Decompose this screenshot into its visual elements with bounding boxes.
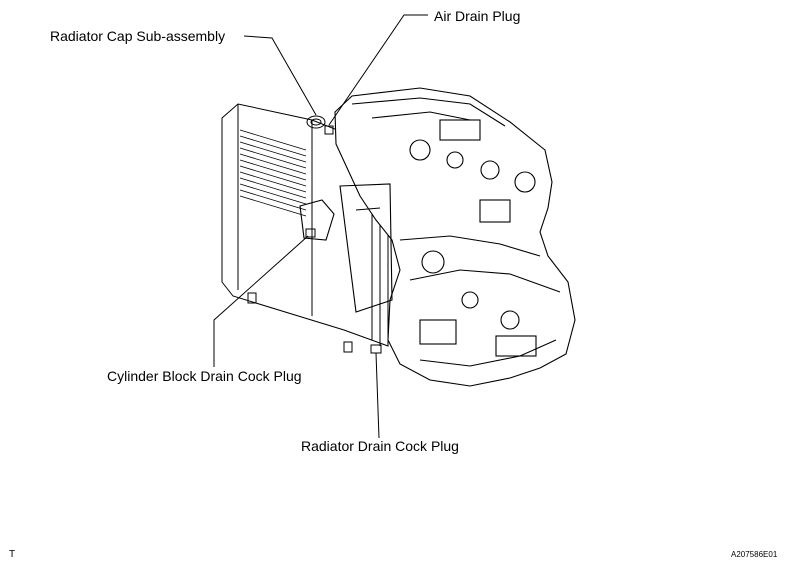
- air-drain-plug-icon: [324, 125, 334, 135]
- radiator-cap-label: Radiator Cap Sub-assembly: [50, 28, 226, 44]
- leader-lines: [213, 14, 428, 439]
- air-drain-plug-label: Air Drain Plug: [434, 8, 521, 24]
- engine-block: [299, 87, 576, 387]
- corner-mark: T: [9, 549, 16, 560]
- radiator-cap-icon: [306, 115, 326, 129]
- cylinder-block-drain-icon: [305, 228, 316, 238]
- cylinder-block-drain-label: Cylinder Block Drain Cock Plug: [107, 368, 302, 384]
- figure-id: A207586E01: [731, 550, 778, 559]
- radiator-drain-label: Radiator Drain Cock Plug: [301, 438, 459, 454]
- radiator-drain-icon: [370, 344, 382, 354]
